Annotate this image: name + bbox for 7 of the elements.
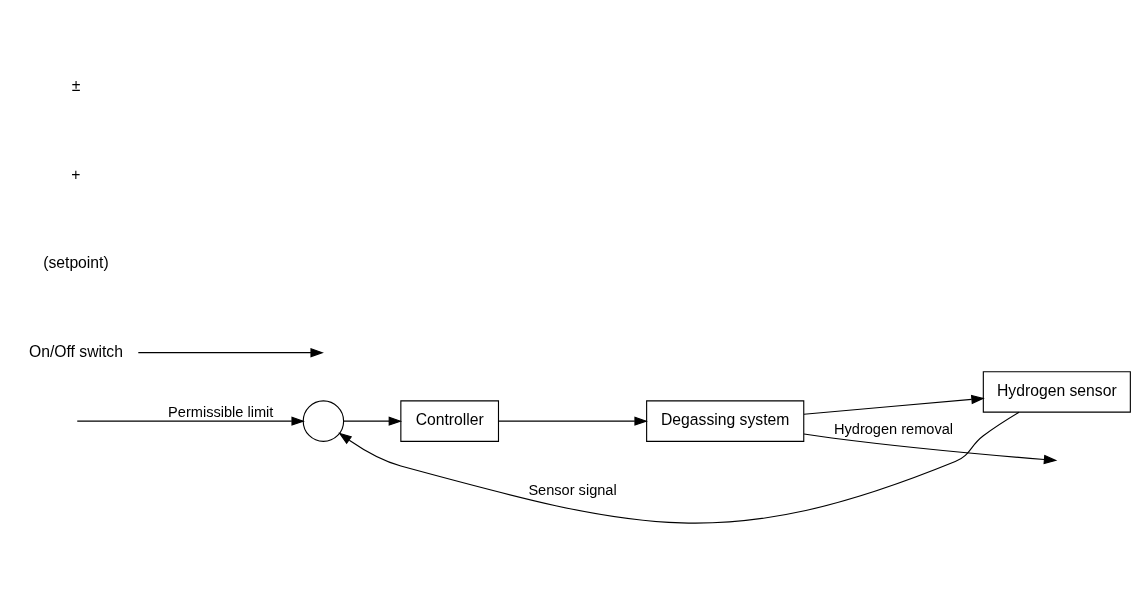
edge-label: Hydrogen removal [833,420,954,437]
label: (setpoint) [43,254,109,272]
edge-label: Sensor signal [528,481,617,498]
label: + [71,165,81,183]
label: ± [71,76,81,94]
node-text: On/Off switch [28,342,123,360]
edge-label: Permissible limit [168,404,274,421]
